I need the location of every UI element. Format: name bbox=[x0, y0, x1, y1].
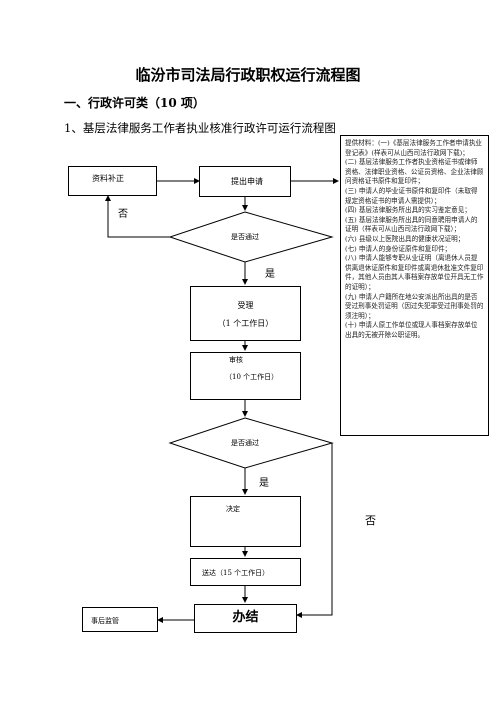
check2-label: 是否通过 bbox=[231, 439, 259, 447]
apply-box: 提出申请 bbox=[199, 166, 291, 197]
decide-box: 决定 bbox=[190, 496, 301, 547]
done-box: 办结 bbox=[194, 604, 297, 633]
materials-item: (八) 申请人能够专职从业证明（离退休人员提供离退休证原件和复印件或离退休批准文… bbox=[345, 254, 484, 291]
branch-no-1: 否 bbox=[118, 209, 128, 220]
decide-label: 决定 bbox=[226, 505, 240, 513]
apply-label: 提出申请 bbox=[231, 177, 263, 186]
done-label: 办结 bbox=[232, 610, 259, 625]
materials-item: 提供材料：(一)《基层法律服务工作者申请执业登记表》(样表可从山西司法行政网下载… bbox=[345, 139, 483, 157]
branch-yes-2: 是 bbox=[259, 478, 269, 489]
materials-item: (六) 县级以上医院出具的健康状况证明； bbox=[345, 234, 465, 243]
materials-item: (五) 基层法律服务所出具的同意聘用申请人的证明（样表可从山西司法行政网下载）； bbox=[345, 215, 478, 234]
supervise-label: 事后监管 bbox=[91, 617, 119, 625]
review-time: （10 个工作日） bbox=[225, 373, 279, 381]
materials-item: (九) 申请人户籍所在地公安派出所出具的是否受过刑事处罚证明（因过失犯罪受过刑事… bbox=[345, 292, 484, 320]
review-box: 审核 （10 个工作日） bbox=[190, 352, 301, 400]
accept-label: 受理 bbox=[237, 301, 254, 310]
review-label: 审核 bbox=[229, 356, 243, 364]
deliver-box: 送达（15 个工作日） bbox=[190, 558, 301, 586]
branch-yes-1: 是 bbox=[265, 269, 275, 280]
flowchart-subtitle: 1、基层法律服务工作者执业核准行政许可运行流程图 bbox=[64, 121, 336, 135]
check1-label: 是否通过 bbox=[231, 233, 259, 241]
page-title: 临汾市司法局行政职权运行流程图 bbox=[135, 66, 361, 84]
materials-item: (七) 申请人的身份证原件和复印件； bbox=[345, 244, 452, 253]
accept-box: 受理 （1 个工作日） bbox=[190, 286, 301, 341]
section-heading: 一、行政许可类（10 项） bbox=[64, 96, 205, 110]
materials-item: (十) 申请人原工作单位或现人事档案存放单位出具的无被开除公职证明。 bbox=[345, 321, 478, 339]
accept-time: （1 个工作日） bbox=[217, 319, 274, 328]
materials-item: (三) 申请人的毕业证书原件和复印件（未取得规定资格证书的申请人需提供）； bbox=[345, 186, 478, 205]
materials-list: 提供材料：(一)《基层法律服务工作者申请执业登记表》(样表可从山西司法行政网下载… bbox=[340, 135, 489, 436]
supplement-box: 资料补正 bbox=[68, 166, 157, 196]
materials-item: (四) 基层法律服务所出具的实习鉴定意见； bbox=[345, 206, 471, 215]
supplement-label: 资料补正 bbox=[92, 174, 124, 183]
materials-item: (二) 基层法律服务工作者执业资格证书或律师资格、法律职业资格、公证员资格、企业… bbox=[345, 158, 484, 186]
branch-no-2: 否 bbox=[365, 514, 376, 527]
supervise-box: 事后监管 bbox=[82, 607, 158, 632]
deliver-label: 送达（15 个工作日） bbox=[202, 569, 270, 577]
